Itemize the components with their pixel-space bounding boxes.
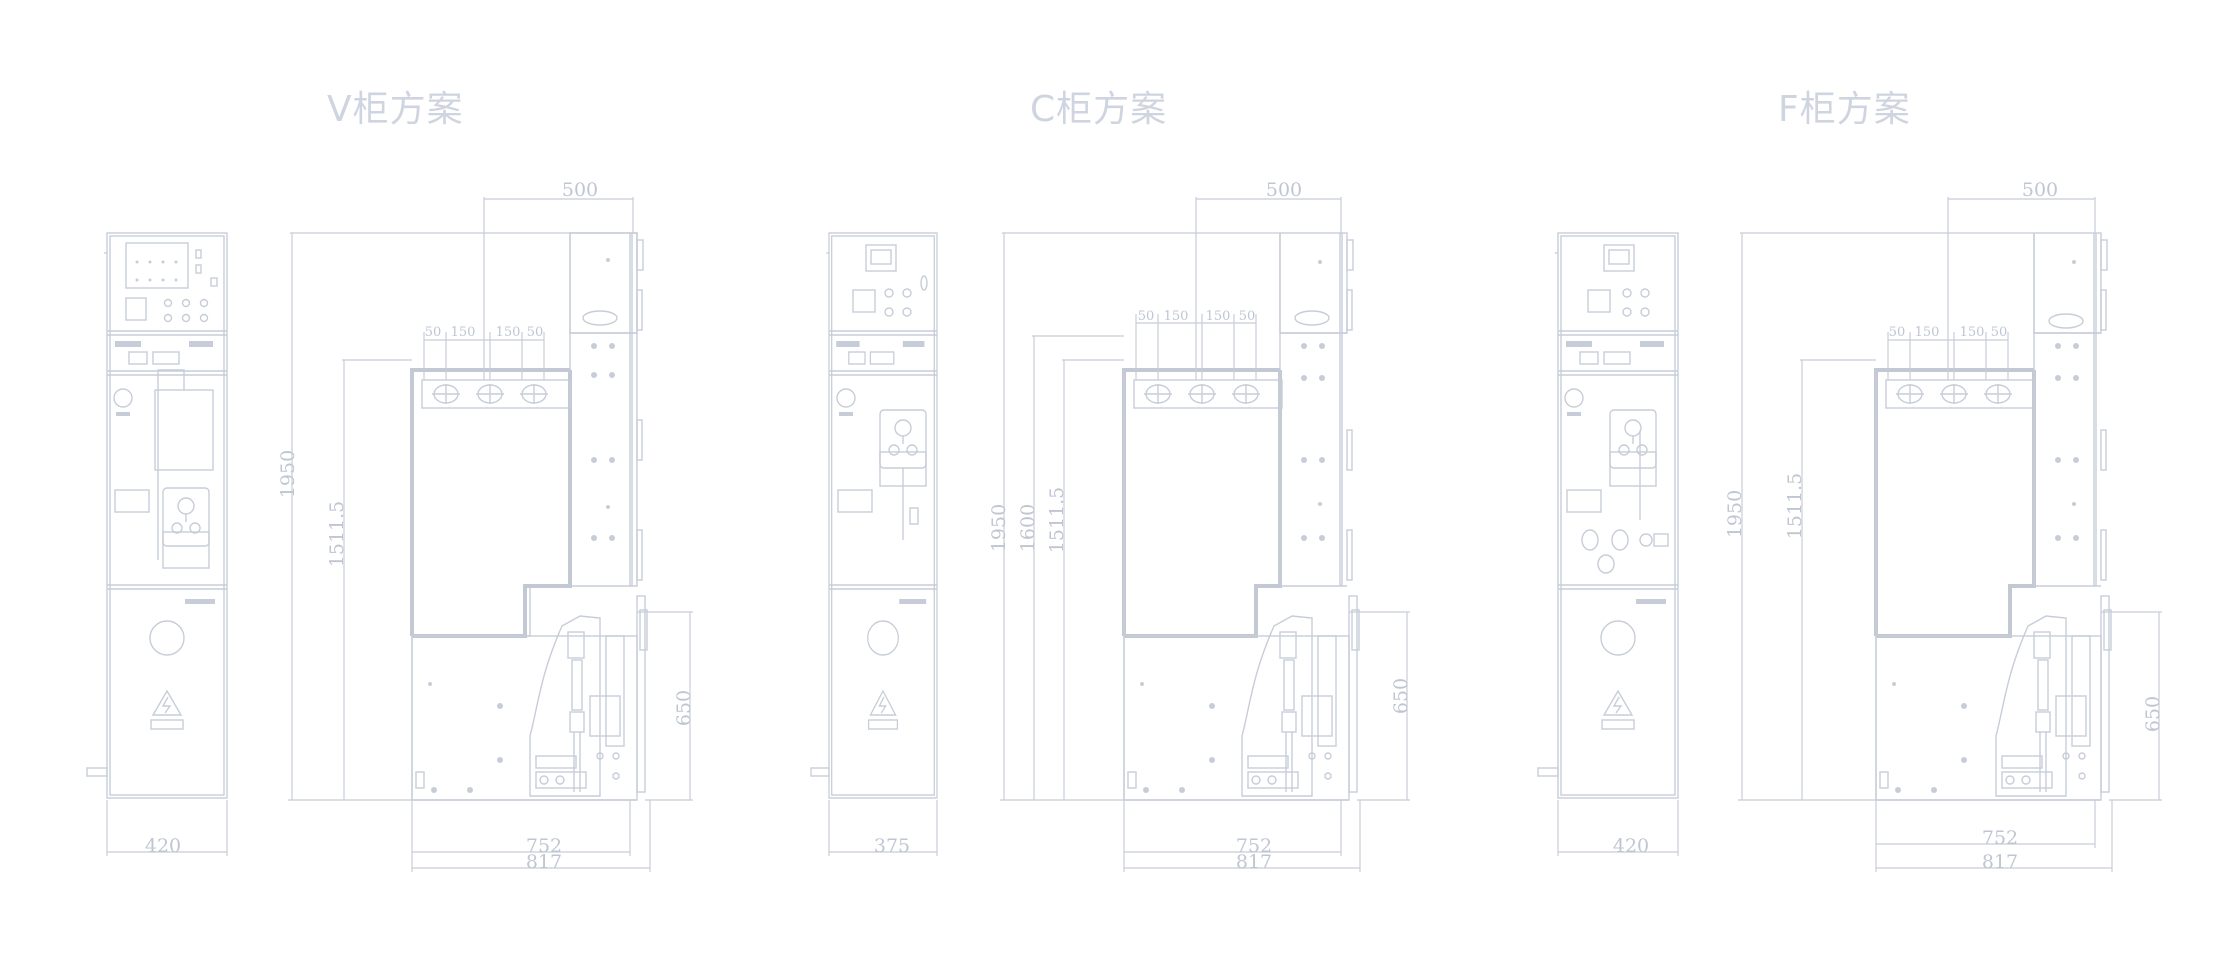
c-front-view [810, 232, 938, 799]
c-dimensions: 375 500 50 150 150 50 1950 1600 1511.5 6… [828, 179, 1412, 873]
f-dim-bus-2: 150 [1915, 325, 1940, 340]
c-dim-bus-1: 50 [1138, 309, 1155, 324]
f-dim-depth-top: 500 [2022, 179, 2058, 201]
c-dim-depth-top: 500 [1266, 179, 1302, 201]
c-dim-bus-2: 150 [1164, 309, 1189, 324]
v-dim-bus-2: 150 [451, 325, 476, 340]
c-dim-depth-1: 752 [1236, 835, 1272, 857]
f-dimensions: 420 500 50 150 150 50 1950 1511.5 650 75… [1557, 179, 2164, 873]
scheme-title-v: V柜方案 [327, 89, 464, 130]
v-dim-height-lower: 1511.5 [326, 501, 348, 567]
f-dim-bus-4: 50 [1991, 325, 2008, 340]
f-front-view [1537, 232, 1679, 799]
v-dim-depth-2: 817 [526, 851, 562, 873]
f-side-view [1874, 232, 2112, 801]
v-side-view [410, 232, 648, 801]
f-dim-bus-3: 150 [1960, 325, 1985, 340]
c-dim-bus-3: 150 [1206, 309, 1231, 324]
v-dim-front-width: 420 [145, 835, 181, 857]
c-dim-height-mid: 1600 [1017, 504, 1039, 552]
f-dim-bus-1: 50 [1889, 325, 1906, 340]
f-dim-depth-1: 752 [1982, 827, 2018, 849]
v-dim-height-total: 1950 [277, 450, 299, 498]
v-dim-height-cable: 650 [673, 690, 695, 726]
v-dimensions: 420 500 50 150 150 50 1950 1511.5 650 75… [106, 179, 695, 873]
scheme-title-f: F柜方案 [1778, 89, 1911, 130]
c-dim-height-cable: 650 [1390, 678, 1412, 714]
v-dim-bus-1: 50 [425, 325, 442, 340]
c-dim-front-width: 375 [874, 835, 910, 857]
c-side-view [1122, 232, 1360, 801]
v-front-view [86, 232, 228, 799]
f-dim-front-width: 420 [1613, 835, 1649, 857]
f-dim-depth-2: 817 [1982, 851, 2018, 873]
v-dim-bus-3: 150 [496, 325, 521, 340]
c-dim-height-lower: 1511.5 [1046, 487, 1068, 553]
f-dim-height-cable: 650 [2142, 696, 2164, 732]
v-dim-depth-1: 752 [526, 835, 562, 857]
f-dim-height-lower: 1511.5 [1784, 473, 1806, 539]
c-dim-depth-2: 817 [1236, 851, 1272, 873]
c-dim-bus-4: 50 [1239, 309, 1256, 324]
f-dim-height-total: 1950 [1724, 490, 1746, 538]
v-dim-depth-top: 500 [562, 179, 598, 201]
scheme-title-c: C柜方案 [1030, 89, 1168, 130]
v-dim-bus-4: 50 [527, 325, 544, 340]
c-dim-height-total: 1950 [988, 504, 1010, 552]
